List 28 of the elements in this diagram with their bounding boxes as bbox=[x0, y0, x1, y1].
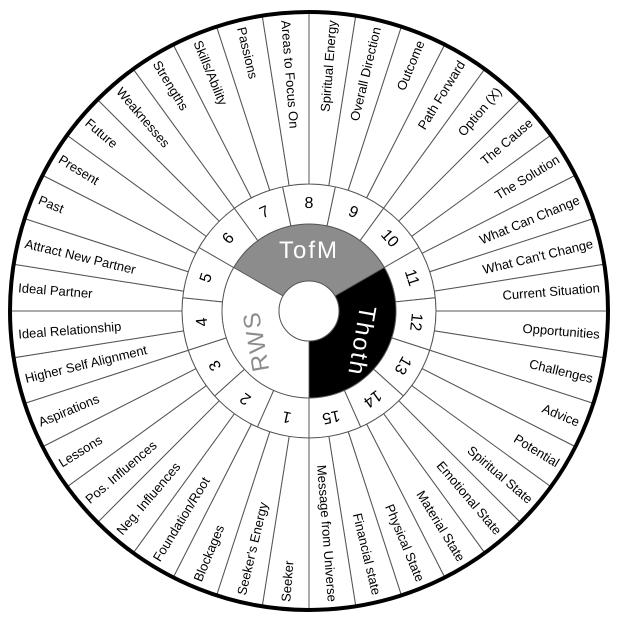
position-number: 6 bbox=[220, 230, 240, 249]
position-number: 12 bbox=[406, 312, 426, 332]
number-segment bbox=[384, 247, 436, 302]
deck-label: Thoth bbox=[342, 304, 380, 378]
number-segment bbox=[256, 390, 310, 438]
position-number: 8 bbox=[304, 195, 314, 213]
deck-label: RWS bbox=[238, 308, 276, 374]
position-number: 13 bbox=[389, 352, 414, 377]
position-number: 7 bbox=[258, 203, 274, 224]
deck-label: TofM bbox=[279, 238, 339, 264]
number-segment bbox=[234, 186, 292, 242]
number-segment bbox=[182, 297, 227, 351]
number-segment bbox=[182, 247, 234, 302]
position-number: 2 bbox=[237, 388, 255, 408]
number-segment bbox=[308, 390, 362, 438]
position-number: 9 bbox=[344, 203, 360, 224]
position-number: 3 bbox=[206, 356, 226, 373]
position-number: 15 bbox=[320, 405, 342, 426]
position-number: 5 bbox=[197, 270, 218, 285]
number-segment bbox=[282, 184, 336, 226]
position-number: 4 bbox=[193, 316, 212, 328]
number-segment bbox=[360, 208, 420, 268]
position-number: 10 bbox=[376, 226, 402, 252]
position-number: 11 bbox=[400, 267, 422, 289]
number-segment bbox=[391, 297, 436, 351]
position-number: 14 bbox=[359, 385, 384, 410]
number-segment bbox=[198, 208, 258, 268]
position-number: 1 bbox=[280, 406, 293, 426]
